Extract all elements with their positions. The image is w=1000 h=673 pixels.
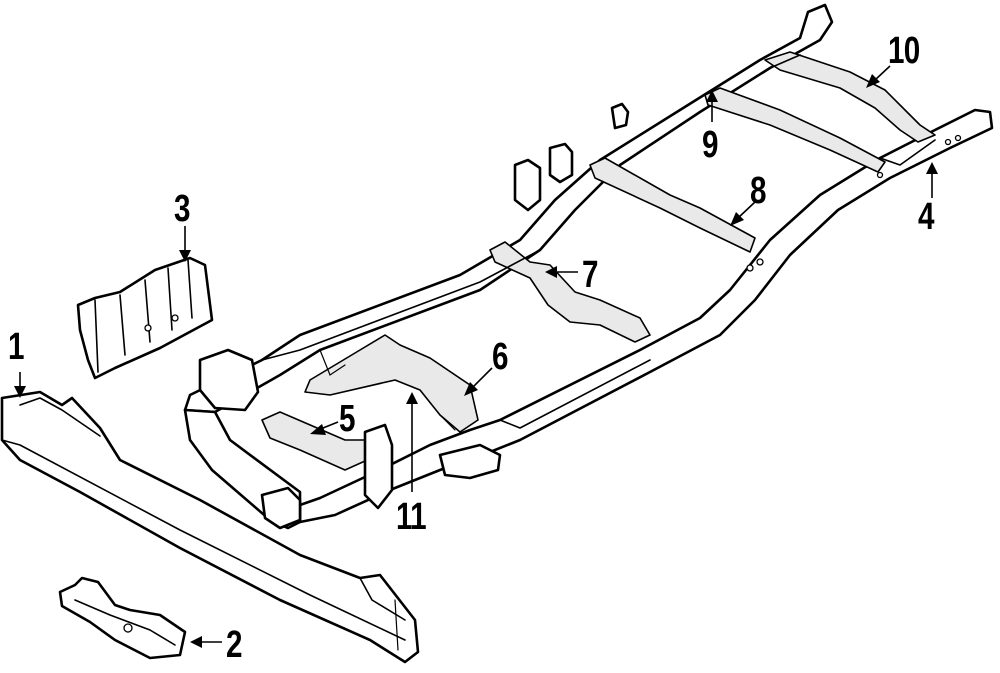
callout-1: 1 bbox=[8, 326, 24, 368]
frame-assembly[interactable] bbox=[183, 3, 994, 530]
skid-plate[interactable] bbox=[58, 576, 187, 660]
callout-9: 9 bbox=[702, 124, 718, 166]
callout-7: 7 bbox=[582, 254, 598, 296]
callout-2: 2 bbox=[226, 624, 242, 666]
callout-6: 6 bbox=[492, 336, 508, 378]
callout-10: 10 bbox=[888, 30, 920, 72]
callout-4: 4 bbox=[918, 196, 934, 238]
callout-5: 5 bbox=[339, 398, 355, 440]
callout-8: 8 bbox=[750, 170, 766, 212]
callout-3: 3 bbox=[174, 188, 190, 230]
bumper-reinforcement[interactable] bbox=[0, 390, 420, 664]
callout-11: 11 bbox=[396, 496, 427, 538]
heat-shield[interactable] bbox=[76, 256, 214, 380]
leader-lines bbox=[14, 65, 938, 648]
